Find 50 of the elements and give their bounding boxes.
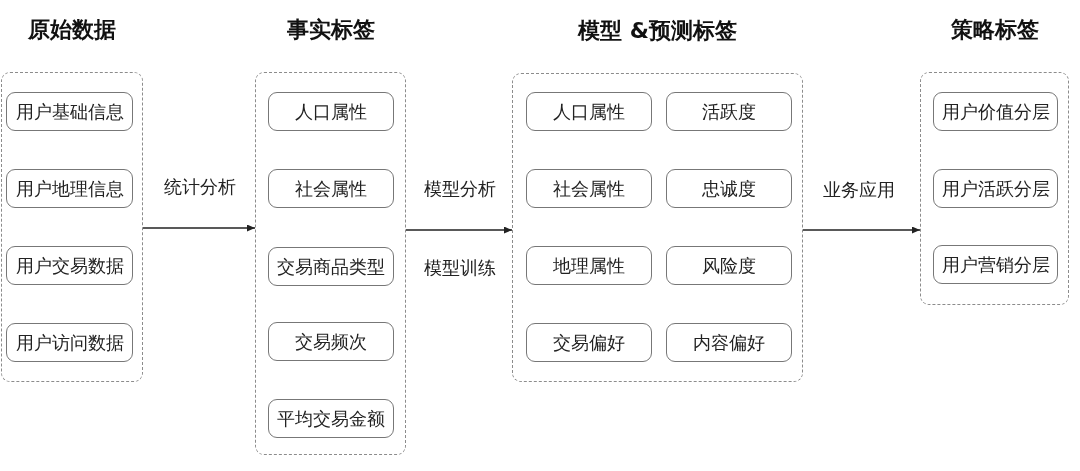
tag-box [666,169,792,208]
tag-box [526,323,652,362]
tag-text: 用户交易数据 [15,254,124,278]
arrow [142,224,256,232]
column-heading: 事实标签 [286,16,375,44]
column-heading: 模型 &预测标签 [578,17,737,45]
column-heading: 原始数据 [28,16,116,44]
tag-box [526,246,652,285]
tag-text: 平均交易金额 [277,407,385,431]
tag-box [6,323,133,362]
tag-box [268,399,394,438]
column-heading: 策略标签 [950,16,1039,44]
tag-box [268,322,394,361]
tag-box [6,169,133,208]
tag-text: 忠诚度 [702,177,756,201]
tag-text: 交易偏好 [553,331,625,355]
tag-text: 人口属性 [295,100,367,124]
tag-box [666,323,792,362]
tag-text: 地理属性 [553,254,625,278]
tag-text: 社会属性 [553,177,625,201]
tag-text: 用户基础信息 [15,100,124,124]
tag-text: 社会属性 [295,177,367,201]
tag-box [666,92,792,131]
tag-text: 用户营销分层 [941,253,1050,277]
tag-text: 用户地理信息 [15,177,124,201]
tag-text: 交易商品类型 [277,255,385,279]
tag-text: 风险度 [702,254,756,278]
step-caption: 模型训练 [422,256,498,280]
tag-box [666,246,792,285]
tag-box [6,246,133,285]
tag-box [268,247,394,286]
tag-text: 活跃度 [702,100,756,124]
tag-text: 用户价值分层 [941,100,1050,124]
tag-text: 交易频次 [295,330,367,354]
tag-box [268,169,394,208]
tag-text: 用户访问数据 [15,331,124,355]
tag-text: 内容偏好 [693,331,765,355]
tag-text: 用户活跃分层 [941,177,1050,201]
arrow [802,226,921,234]
tag-box [6,92,133,131]
tag-box [933,245,1058,284]
tag-box [933,169,1058,208]
arrow [405,226,513,234]
tag-text: 人口属性 [553,100,625,124]
edge-label: 统计分析 [162,175,238,199]
tag-box [268,92,394,131]
tag-box [526,169,652,208]
tag-box [933,92,1058,131]
edge-label: 模型分析 [422,177,498,201]
tag-box [526,92,652,131]
